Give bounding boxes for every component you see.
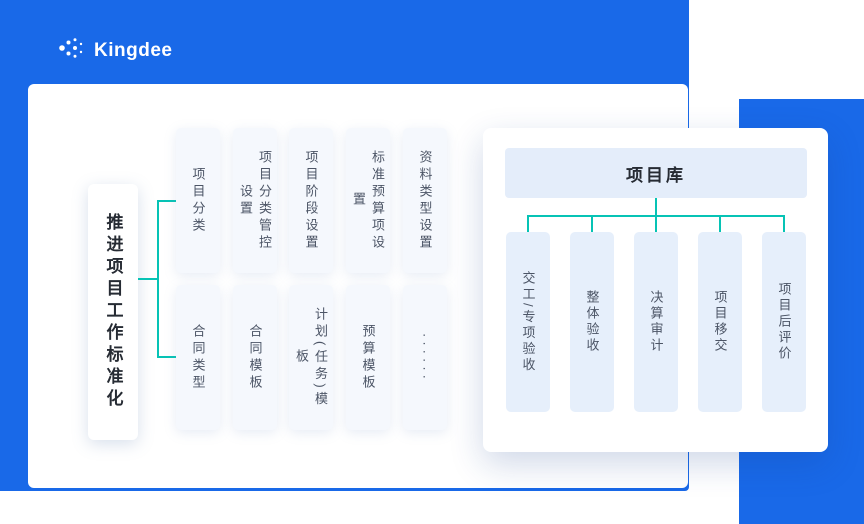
tree-drop-line [719, 215, 721, 232]
library-stage-card: 交工/专项验收 [506, 232, 550, 412]
setting-card-label: 资料类型设置 [417, 149, 433, 252]
project-library-panel: 项目库 交工/专项验收 整体验收 决算审计 项目移交 项目后评价 [483, 128, 828, 452]
library-stage-label: 项目移交 [712, 290, 728, 354]
library-stage-card: 项目移交 [698, 232, 742, 412]
setting-card-label: 计划(任务)模板 [294, 306, 328, 409]
bracket-vertical-line [157, 200, 159, 358]
ellipsis-dots: ······ [417, 332, 433, 383]
setting-card: 项目分类 [176, 128, 220, 273]
setting-card-label: 合同模板 [247, 323, 263, 392]
goal-label-card: 推进项目工作标准化 [88, 184, 138, 440]
setting-card-label: 项目分类 [190, 166, 206, 235]
setting-card: 预算模板 [346, 285, 390, 430]
tree-drop-line [783, 215, 785, 232]
panel-title-bar: 项目库 [505, 148, 807, 198]
setting-card: 资料类型设置 [403, 128, 447, 273]
kingdee-logo-icon [58, 36, 85, 65]
bracket-top-stub [159, 200, 176, 202]
bracket-bottom-stub [159, 356, 176, 358]
library-stage-label: 整体验收 [584, 290, 600, 354]
panel-title-text: 项目库 [626, 165, 686, 185]
goal-label-text: 推进项目工作标准化 [103, 213, 123, 411]
setting-card: 合同类型 [176, 285, 220, 430]
library-stage-label: 交工/专项验收 [520, 270, 536, 374]
setting-card: 标准预算项设置 [346, 128, 390, 273]
setting-card: 项目分类管控设置 [233, 128, 277, 273]
setting-card-label: 合同类型 [190, 323, 206, 392]
setting-card: 项目阶段设置 [289, 128, 333, 273]
setting-card-label: 标准预算项设置 [351, 149, 385, 252]
kingdee-logo: Kingdee [58, 36, 172, 65]
setting-card-label: 项目阶段设置 [303, 149, 319, 252]
setting-card-label: 预算模板 [360, 323, 376, 392]
library-stage-label: 决算审计 [648, 290, 664, 354]
tree-drop-line [655, 215, 657, 232]
setting-card: 合同模板 [233, 285, 277, 430]
library-stage-card: 决算审计 [634, 232, 678, 412]
tree-drop-line [591, 215, 593, 232]
bracket-middle-stub [138, 278, 157, 280]
library-stage-label: 项目后评价 [776, 282, 792, 362]
tree-drop-line [527, 215, 529, 232]
setting-card-ellipsis: ······ [403, 285, 447, 430]
tree-stem-line [655, 198, 657, 217]
library-stage-card: 项目后评价 [762, 232, 806, 412]
kingdee-logo-text: Kingdee [94, 39, 173, 61]
setting-card-label: 项目分类管控设置 [238, 149, 272, 252]
library-stage-card: 整体验收 [570, 232, 614, 412]
setting-card: 计划(任务)模板 [289, 285, 333, 430]
